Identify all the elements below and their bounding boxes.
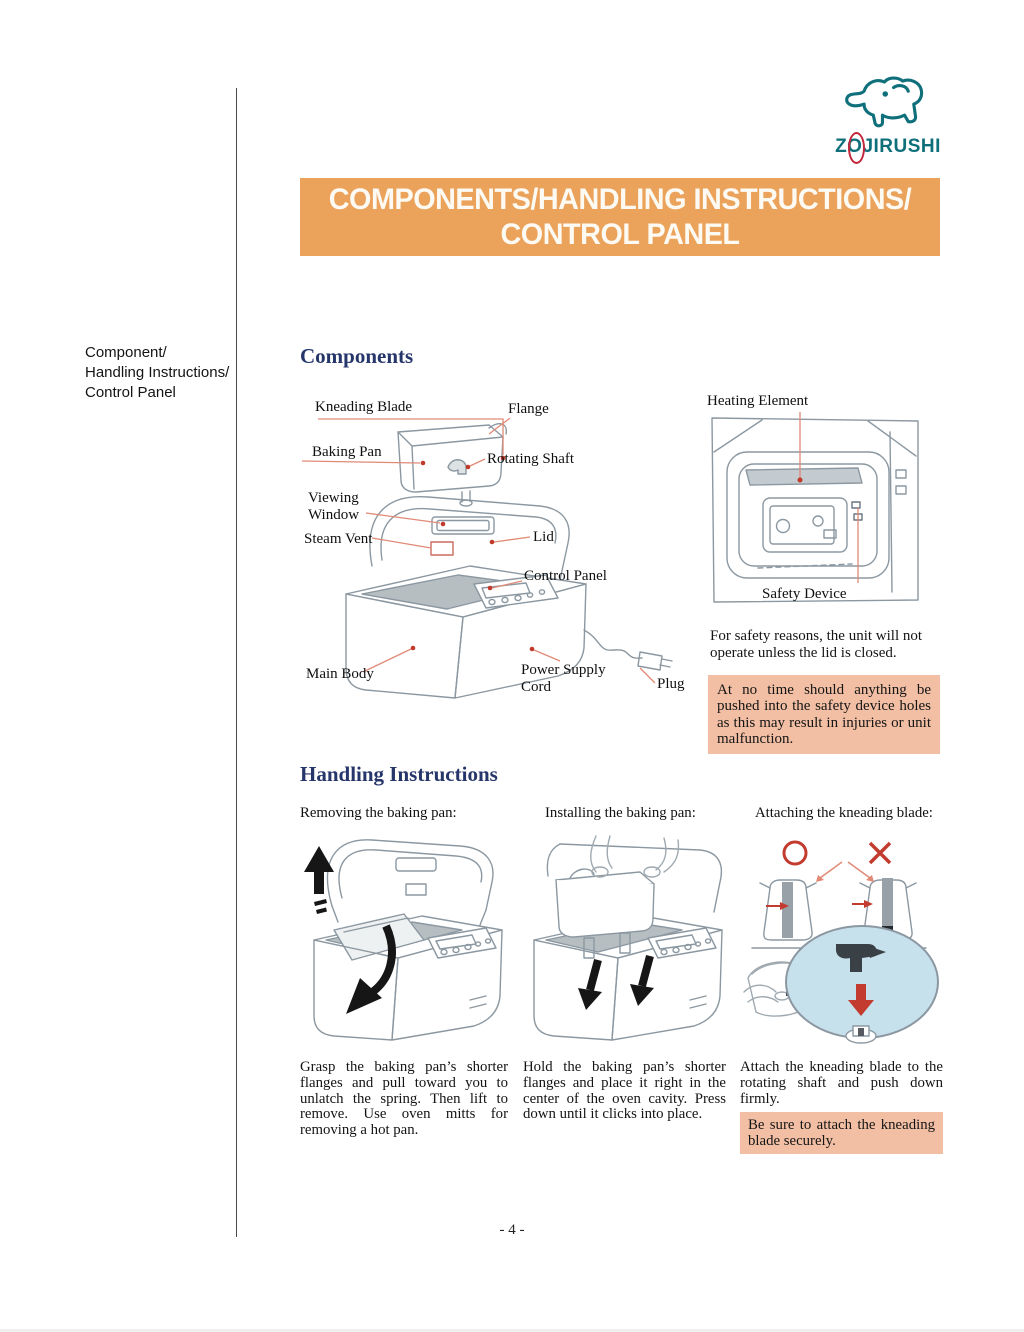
handling-heading: Handling Instructions: [300, 762, 498, 786]
removing-pan-arrows: [304, 846, 396, 1014]
elephant-icon: [845, 76, 924, 128]
col1-body: Grasp the baking pan’s shorter flanges a…: [300, 1059, 508, 1139]
installing-pan-arrows: [578, 954, 654, 1010]
heating-leader-lines: [799, 412, 859, 583]
components-heading: Components: [300, 344, 414, 368]
removing-pan-illustration: [313, 839, 503, 1041]
label-viewing-window: Viewing Window: [308, 490, 360, 523]
col3-body: Attach the kneading blade to the rotatin…: [740, 1059, 943, 1107]
col2-title: Installing the baking pan:: [545, 805, 696, 821]
zojirushi-logo: ZOJIRUSHI: [828, 76, 948, 164]
label-control-panel: Control Panel: [524, 568, 607, 584]
safety-warning-box: At no time should anything be pushed int…: [708, 675, 940, 755]
safety-note: For safety reasons, the unit will not op…: [710, 628, 923, 661]
page-bottom-edge: [0, 1329, 1024, 1332]
banner-line-1: COMPONENTS/HANDLING INSTRUCTIONS/: [328, 183, 912, 216]
col3-title: Attaching the kneading blade:: [755, 805, 933, 821]
brand-wordmark: ZOJIRUSHI: [835, 136, 941, 157]
component-leader-lines: [301, 417, 656, 684]
logo-o-ellipse: [848, 132, 865, 164]
label-heating-element: Heating Element: [707, 393, 809, 409]
label-power-supply-cord: Power Supply Cord: [521, 662, 606, 695]
sidebar-line-1: Component/: [85, 344, 167, 361]
attaching-blade-marks: [766, 840, 892, 1016]
heating-leader-dot: [797, 477, 803, 483]
installing-pan-illustration: [533, 835, 723, 1041]
attaching-blade-illustration: [743, 878, 939, 1044]
col2-body: Hold the baking pan’s shorter flanges an…: [523, 1059, 726, 1123]
page-number: - 4 -: [499, 1222, 525, 1238]
banner-line-2: CONTROL PANEL: [500, 218, 740, 251]
label-rotating-shaft: Rotating Shaft: [487, 451, 575, 467]
vertical-divider: [236, 88, 237, 1237]
label-steam-vent: Steam Vent: [304, 531, 373, 547]
label-kneading-blade: Kneading Blade: [315, 399, 413, 415]
sidebar-line-3: Control Panel: [85, 384, 176, 401]
heating-element-diagram: [711, 417, 919, 603]
label-plug: Plug: [657, 676, 685, 692]
sidebar-section-label: Component/ Handling Instructions/ Contro…: [85, 343, 235, 403]
label-baking-pan: Baking Pan: [312, 444, 382, 460]
label-safety-device: Safety Device: [762, 586, 847, 602]
components-diagram: [345, 423, 673, 699]
col1-title: Removing the baking pan:: [300, 805, 457, 821]
label-main-body: Main Body: [306, 666, 374, 682]
sidebar-line-2: Handling Instructions/: [85, 364, 230, 381]
label-lid: Lid: [533, 529, 554, 545]
kneading-note-box: Be sure to attach the kneading blade sec…: [740, 1112, 943, 1154]
title-banner: COMPONENTS/HANDLING INSTRUCTIONS/ CONTRO…: [300, 178, 940, 256]
component-leader-dots: [410, 455, 535, 652]
label-flange: Flange: [508, 401, 549, 417]
